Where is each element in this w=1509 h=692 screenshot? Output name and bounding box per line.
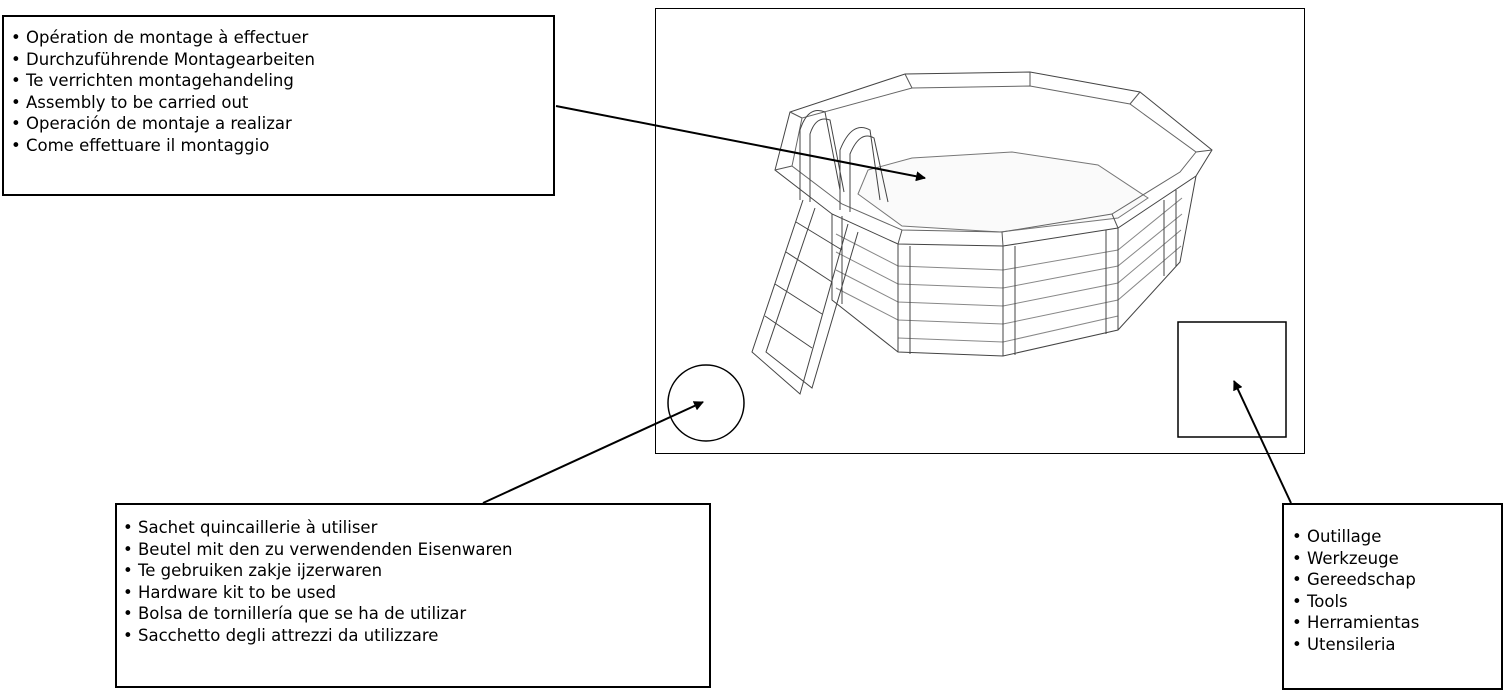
pool-coping-rim bbox=[774, 71, 1213, 247]
hardware-line-it: Sacchetto degli attrezzi da utilizzare bbox=[123, 625, 709, 647]
pool-ladder bbox=[751, 110, 889, 395]
assembly-callout-list: Opération de montage à effectuer Durchzu… bbox=[11, 27, 553, 156]
pool-water-surface bbox=[857, 151, 1149, 233]
hardware-line-en: Hardware kit to be used bbox=[123, 582, 709, 604]
tools-line-en: Tools bbox=[1292, 591, 1501, 613]
tools-line-de: Werkzeuge bbox=[1292, 548, 1501, 570]
tools-marker-square bbox=[1177, 321, 1287, 438]
assembly-line-nl: Te verrichten montagehandeling bbox=[11, 70, 553, 92]
tools-callout-list: Outillage Werkzeuge Gereedschap Tools He… bbox=[1292, 526, 1501, 655]
tools-line-es: Herramientas bbox=[1292, 612, 1501, 634]
tools-line-it: Utensileria bbox=[1292, 634, 1501, 656]
hardware-callout-box: Sachet quincaillerie à utiliser Beutel m… bbox=[115, 503, 711, 688]
hardware-line-nl: Te gebruiken zakje ijzerwaren bbox=[123, 560, 709, 582]
octagonal-wooden-pool-with-ladder-icon bbox=[751, 71, 1213, 395]
tools-callout-box: Outillage Werkzeuge Gereedschap Tools He… bbox=[1282, 503, 1503, 690]
assembly-arrow bbox=[555, 105, 926, 182]
assembly-line-en: Assembly to be carried out bbox=[11, 92, 553, 114]
hardware-marker-circle bbox=[667, 364, 745, 442]
hardware-arrow bbox=[482, 401, 704, 504]
tools-line-fr: Outillage bbox=[1292, 526, 1501, 548]
assembly-line-de: Durchzuführende Montagearbeiten bbox=[11, 49, 553, 71]
hardware-line-fr: Sachet quincaillerie à utiliser bbox=[123, 517, 709, 539]
hardware-line-de: Beutel mit den zu verwendenden Eisenware… bbox=[123, 539, 709, 561]
tools-line-nl: Gereedschap bbox=[1292, 569, 1501, 591]
tools-arrow bbox=[1233, 380, 1292, 504]
hardware-line-es: Bolsa de tornillería que se ha de utiliz… bbox=[123, 603, 709, 625]
assembly-line-it: Come effettuare il montaggio bbox=[11, 135, 553, 157]
hardware-callout-list: Sachet quincaillerie à utiliser Beutel m… bbox=[123, 517, 709, 646]
assembly-callout-box: Opération de montage à effectuer Durchzu… bbox=[2, 15, 555, 196]
assembly-line-es: Operación de montaje a realizar bbox=[11, 113, 553, 135]
assembly-line-fr: Opération de montage à effectuer bbox=[11, 27, 553, 49]
